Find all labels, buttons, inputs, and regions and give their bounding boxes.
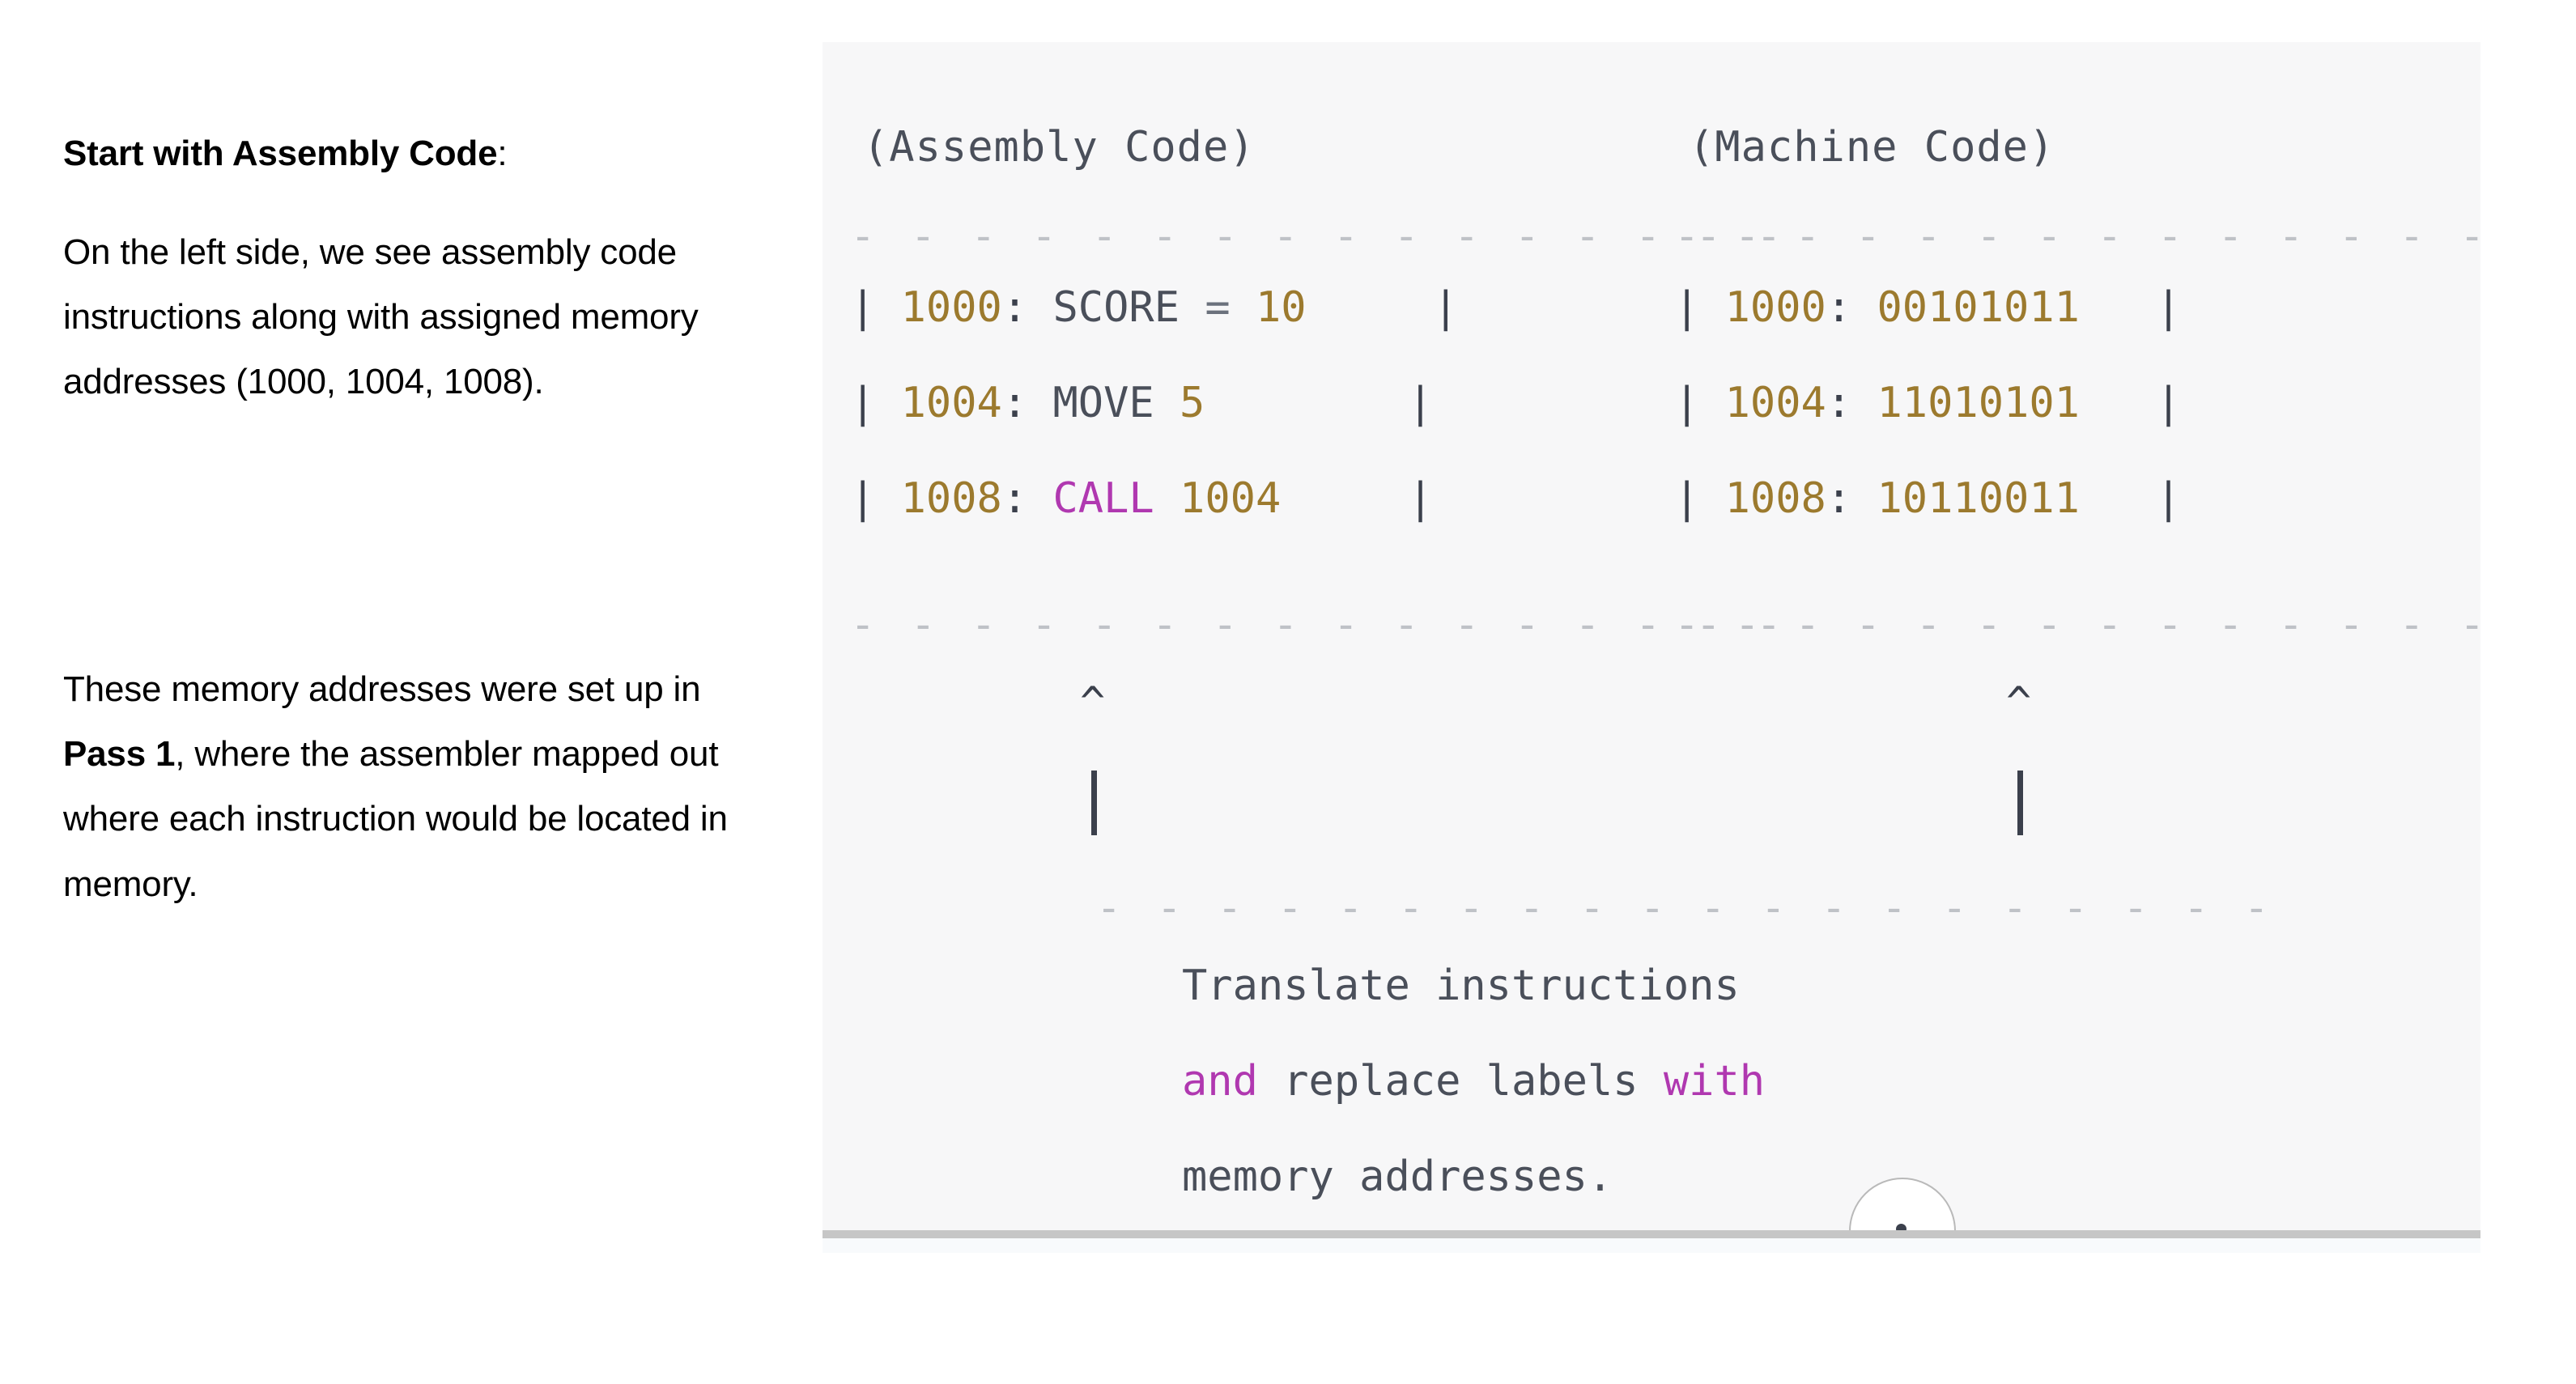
assembly-operand-1004: 1004 — [1180, 474, 1282, 523]
caption-top-divider: - - - - - - - - - - - - - - - - - - - - — [1096, 884, 2274, 932]
assembly-top-divider: - - - - - - - - - - - - - - - - — [850, 212, 1787, 261]
row-gap — [1281, 474, 1408, 523]
machine-bits-1000: 00101011 — [1877, 283, 2080, 332]
machine-colon-1004: : — [1826, 379, 1852, 427]
row-right-pipe: | — [2155, 379, 2182, 427]
assembly-row-1008: | 1008: CALL 1004 | — [850, 478, 1433, 520]
row-gap — [1231, 283, 1256, 332]
row-left-pipe: | — [850, 283, 876, 332]
left-arrow-caret-icon: ^ — [1080, 678, 1106, 727]
row-right-pipe: | — [1407, 379, 1434, 427]
assembly-colon-1000: : — [1001, 283, 1028, 332]
heading-colon: : — [497, 134, 508, 173]
row-left-pipe: | — [1674, 474, 1700, 523]
heading-start-with-assembly-code: Start with Assembly Code: — [63, 121, 759, 186]
machine-address-1000: 1000 — [1724, 283, 1826, 332]
machine-row-1004: | 1004: 11010101 | — [1674, 382, 2181, 424]
paragraph-pass-one-description: These memory addresses were set up in Pa… — [63, 657, 759, 916]
row-gap — [875, 474, 900, 523]
assembly-address-1004: 1004 — [900, 379, 1002, 427]
machine-address-1008: 1008 — [1724, 474, 1826, 523]
row-gap — [1699, 474, 1724, 523]
caption-keyword-and: and — [1182, 1057, 1258, 1106]
paragraph-2-part-2: , where the assembler mapped out where e… — [63, 734, 728, 904]
caption-line-1: Translate instructions — [1182, 962, 1740, 1010]
machine-row-1008: | 1008: 10110011 | — [1674, 478, 2181, 520]
assembly-row-1004: | 1004: MOVE 5 | — [850, 382, 1433, 424]
assembly-mnemonic-score: SCORE — [1052, 283, 1180, 332]
row-left-pipe: | — [1674, 379, 1700, 427]
row-right-pipe: | — [1433, 283, 1459, 332]
assembly-mnemonic-move: MOVE — [1052, 379, 1154, 427]
heading-bold-text: Start with Assembly Code — [63, 134, 498, 173]
assembly-operator-equals: = — [1205, 283, 1231, 332]
assembly-address-1008: 1008 — [900, 474, 1002, 523]
row-gap — [1699, 379, 1724, 427]
machine-colon-1000: : — [1826, 283, 1852, 332]
caption-line-2-middle: replace labels — [1257, 1057, 1664, 1106]
paragraph-left-side-description: On the left side, we see assembly code i… — [63, 232, 699, 402]
assembly-operand-5: 5 — [1180, 379, 1205, 427]
circular-knob-indicator-dot — [1896, 1224, 1906, 1232]
row-gap — [1027, 474, 1052, 523]
machine-code-header: (Machine Code) — [1689, 123, 2055, 172]
row-right-pipe: | — [1407, 474, 1434, 523]
assembly-bottom-divider: - - - - - - - - - - - - - - - - — [850, 601, 1787, 649]
right-arrow-stem-icon — [2017, 771, 2023, 835]
row-left-pipe: | — [850, 474, 876, 523]
machine-bits-1008: 10110011 — [1877, 474, 2080, 523]
assembly-keyword-call: CALL — [1052, 474, 1154, 523]
row-gap — [1180, 283, 1205, 332]
row-gap — [2080, 283, 2156, 332]
explanation-column: Start with Assembly Code: On the left si… — [63, 121, 759, 917]
assembly-code-header: (Assembly Code) — [863, 123, 1256, 172]
row-gap — [1205, 379, 1407, 427]
machine-top-divider: - - - - - - - - - - - - - - - - — [1674, 212, 2480, 261]
caption-line-2: and replace labels with — [1182, 1060, 1765, 1102]
row-right-pipe: | — [2155, 283, 2182, 332]
paragraph-2-part-1: These memory addresses were set up in — [63, 669, 701, 710]
row-gap — [2080, 474, 2156, 523]
row-gap — [875, 379, 900, 427]
assembly-address-1000: 1000 — [900, 283, 1002, 332]
row-gap — [1154, 474, 1180, 523]
paragraph-2-bold-pass-1: Pass 1 — [63, 734, 176, 775]
panel-footer-bar — [823, 1230, 2480, 1238]
row-gap — [1851, 474, 1877, 523]
row-left-pipe: | — [1674, 283, 1700, 332]
machine-colon-1008: : — [1826, 474, 1852, 523]
code-illustration-panel: (Assembly Code) (Machine Code) - - - - -… — [823, 42, 2480, 1232]
row-gap — [2080, 379, 2156, 427]
machine-bottom-divider: - - - - - - - - - - - - - - - - — [1674, 601, 2480, 649]
row-right-pipe: | — [2155, 474, 2182, 523]
assembly-colon-1004: : — [1001, 379, 1028, 427]
row-gap — [1027, 283, 1052, 332]
row-gap — [1027, 379, 1052, 427]
machine-bits-1004: 11010101 — [1877, 379, 2080, 427]
left-arrow-stem-icon — [1091, 771, 1097, 835]
caption-line-3: memory addresses. — [1182, 1153, 1613, 1201]
row-gap — [1699, 283, 1724, 332]
row-gap — [1851, 283, 1877, 332]
row-left-pipe: | — [850, 379, 876, 427]
row-gap — [1154, 379, 1180, 427]
assembly-row-1000: | 1000: SCORE = 10 | — [850, 287, 1458, 329]
caption-keyword-with: with — [1663, 1057, 1766, 1106]
assembly-operand-10: 10 — [1255, 283, 1307, 332]
panel-footer-strip — [823, 1238, 2480, 1253]
paragraph-spacer — [63, 414, 759, 657]
row-gap — [1307, 283, 1434, 332]
row-gap — [875, 283, 900, 332]
machine-row-1000: | 1000: 00101011 | — [1674, 287, 2181, 329]
assembly-colon-1008: : — [1001, 474, 1028, 523]
right-arrow-caret-icon: ^ — [2006, 678, 2032, 727]
machine-address-1004: 1004 — [1724, 379, 1826, 427]
row-gap — [1851, 379, 1877, 427]
